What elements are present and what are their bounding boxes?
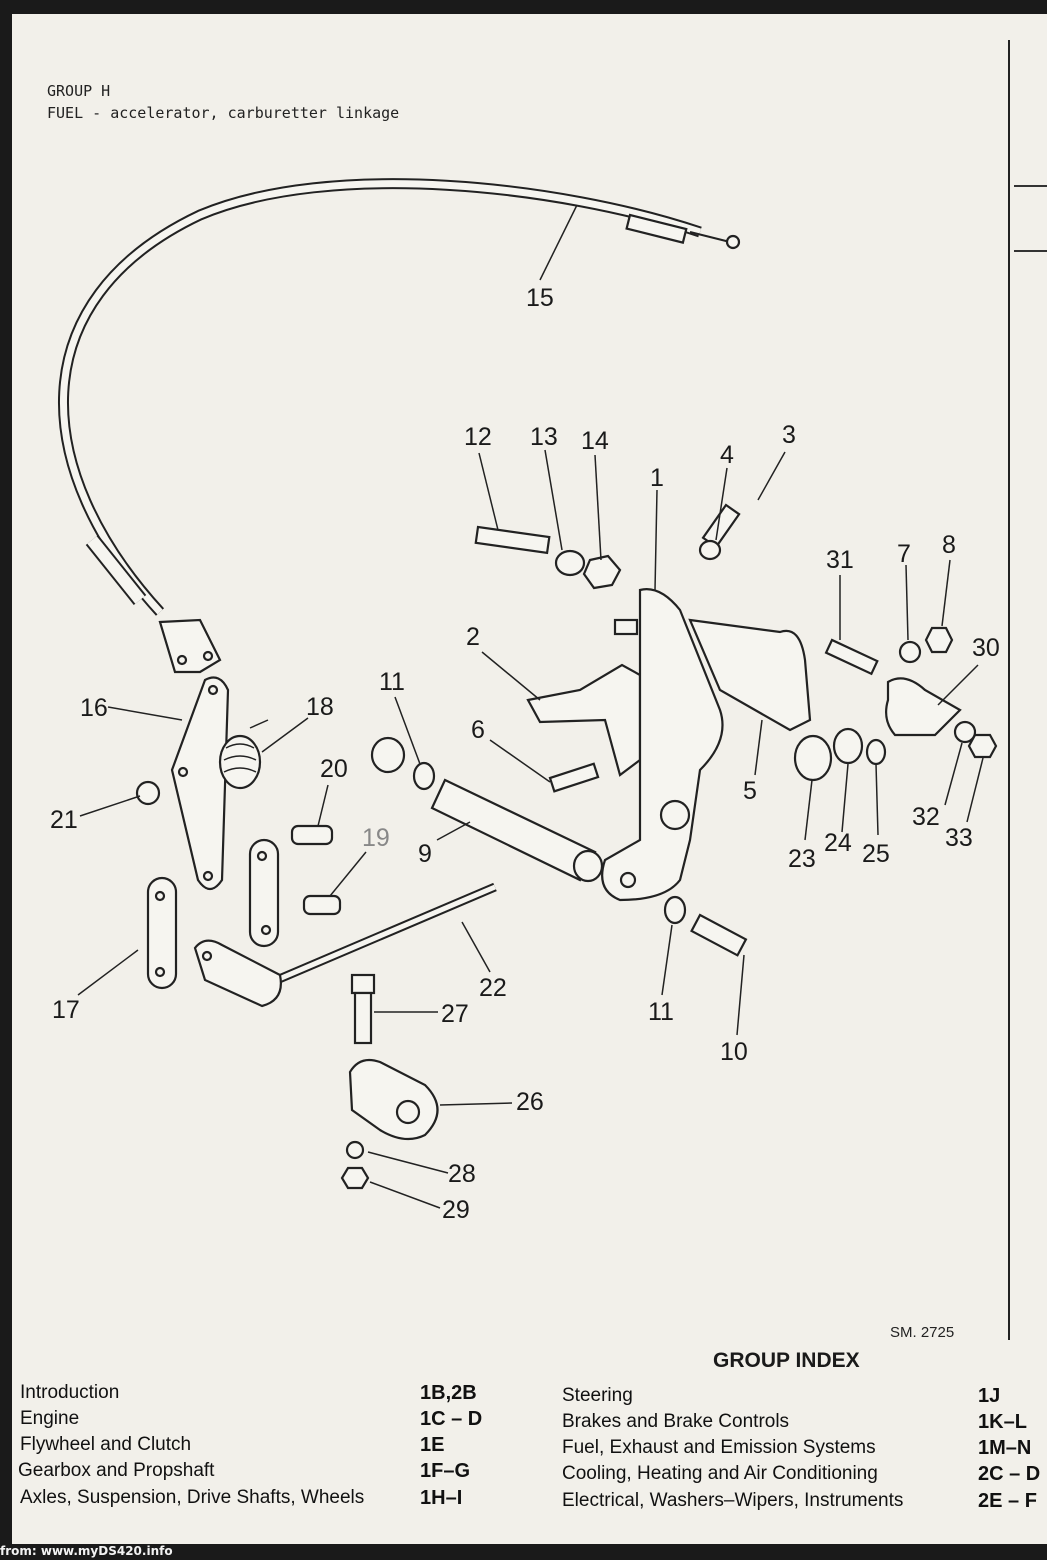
part-30-bracket bbox=[885, 677, 962, 737]
callout-16: 16 bbox=[80, 694, 108, 722]
callout-5: 5 bbox=[743, 777, 757, 805]
section-subtitle: FUEL - accelerator, carburetter linkage bbox=[47, 104, 400, 122]
callout-10: 10 bbox=[720, 1038, 748, 1066]
callout-2: 2 bbox=[466, 623, 480, 651]
callout-21: 21 bbox=[50, 806, 78, 834]
part-1-main-bracket bbox=[601, 588, 724, 902]
index-item-label: Cooling, Heating and Air Conditioning bbox=[562, 1463, 878, 1484]
callout-17: 17 bbox=[52, 996, 80, 1024]
part-7-washer bbox=[898, 640, 922, 664]
callout-11-upper: 11 bbox=[379, 668, 405, 696]
callout-18: 18 bbox=[306, 693, 334, 721]
part-17-link bbox=[146, 838, 280, 990]
callout-4: 4 bbox=[720, 441, 734, 469]
part-29-nut bbox=[340, 1166, 370, 1190]
callout-14: 14 bbox=[581, 427, 609, 455]
leader-lines bbox=[77, 204, 984, 1209]
callout-22: 22 bbox=[479, 974, 507, 1002]
part-cable-clevis bbox=[158, 618, 222, 674]
part-10-bolt bbox=[690, 913, 748, 957]
part-21-clip bbox=[135, 780, 161, 806]
page-edge-strip bbox=[1008, 40, 1047, 1340]
index-item-label: Steering bbox=[562, 1385, 633, 1406]
part-25-clip bbox=[865, 738, 887, 766]
callout-15: 15 bbox=[526, 284, 554, 312]
part-8-nut bbox=[924, 626, 954, 654]
part-11-washer-right bbox=[663, 895, 687, 925]
callout-19: 19 bbox=[362, 824, 390, 852]
callout-3: 3 bbox=[782, 421, 796, 449]
callout-33: 33 bbox=[945, 824, 973, 852]
part-20-pin bbox=[290, 824, 334, 846]
callout-28: 28 bbox=[448, 1160, 476, 1188]
callout-8: 8 bbox=[942, 531, 956, 559]
index-item-label: Electrical, Washers–Wipers, Instruments bbox=[562, 1490, 904, 1511]
callout-7: 7 bbox=[897, 540, 911, 568]
part-28-washer bbox=[345, 1140, 365, 1160]
part-14-nut bbox=[582, 554, 622, 590]
part-9-spacer bbox=[430, 778, 604, 883]
callout-9: 9 bbox=[418, 840, 432, 868]
part-23-grommet bbox=[793, 734, 833, 782]
callout-32: 32 bbox=[912, 803, 940, 831]
callout-30: 30 bbox=[972, 634, 1000, 662]
exploded-parts-diagram: 15 12 13 14 1 4 3 31 7 8 30 2 16 18 11 6… bbox=[50, 178, 1000, 1224]
part-2-bracket bbox=[526, 663, 642, 777]
part-26-lever bbox=[348, 1058, 439, 1141]
part-16-lever bbox=[170, 676, 230, 891]
callout-11-lower: 11 bbox=[648, 998, 674, 1026]
index-item-ref: 1M–N bbox=[978, 1437, 1032, 1459]
callout-31: 31 bbox=[826, 546, 854, 574]
index-item-label: Engine bbox=[20, 1408, 80, 1429]
part-12-stud bbox=[474, 525, 551, 555]
index-item-label: Fuel, Exhaust and Emission Systems bbox=[562, 1437, 876, 1458]
callout-29: 29 bbox=[442, 1196, 470, 1224]
part-5-bracket bbox=[688, 618, 812, 732]
callout-6: 6 bbox=[471, 716, 485, 744]
index-item-ref: 1J bbox=[978, 1385, 1001, 1407]
part-4-washer bbox=[698, 539, 722, 561]
callout-13: 13 bbox=[530, 423, 558, 451]
index-item-ref: 1C – D bbox=[420, 1408, 483, 1430]
callout-24: 24 bbox=[824, 829, 852, 857]
index-item-label: Brakes and Brake Controls bbox=[562, 1411, 790, 1432]
source-footer: from: www.myDS420.info bbox=[0, 1544, 173, 1558]
index-item-ref: 1E bbox=[420, 1434, 445, 1456]
edge-rule bbox=[1014, 185, 1047, 187]
part-bush bbox=[370, 736, 406, 774]
edge-rule bbox=[1014, 250, 1047, 252]
part-33-nut bbox=[967, 733, 998, 759]
part-22-rod-lever bbox=[193, 882, 497, 1008]
callout-26: 26 bbox=[516, 1088, 544, 1116]
index-item-label: Introduction bbox=[20, 1382, 120, 1403]
index-item-label: Axles, Suspension, Drive Shafts, Wheels bbox=[20, 1487, 365, 1508]
index-item-ref: 2E – F bbox=[978, 1490, 1037, 1512]
index-item-label: Gearbox and Propshaft bbox=[18, 1460, 215, 1481]
part-18-spring bbox=[218, 719, 269, 790]
drawing-reference: SM. 2725 bbox=[890, 1324, 955, 1341]
callout-20: 20 bbox=[320, 755, 348, 783]
index-item-ref: 1H–I bbox=[420, 1487, 463, 1509]
index-item-label: Flywheel and Clutch bbox=[20, 1434, 192, 1455]
part-24-washer bbox=[832, 727, 864, 765]
callout-27: 27 bbox=[441, 1000, 469, 1028]
callout-1: 1 bbox=[650, 464, 664, 492]
callout-25: 25 bbox=[862, 840, 890, 868]
part-15-accelerator-cable bbox=[58, 178, 741, 616]
callout-23: 23 bbox=[788, 845, 816, 873]
part-11-washer bbox=[412, 761, 436, 791]
group-heading: GROUP H bbox=[47, 82, 111, 100]
part-32-washer bbox=[953, 720, 977, 744]
index-item-ref: 1B,2B bbox=[420, 1382, 477, 1404]
group-index-title: GROUP INDEX bbox=[713, 1349, 860, 1372]
callout-12: 12 bbox=[464, 423, 492, 451]
index-item-ref: 1K–L bbox=[978, 1411, 1027, 1433]
part-31-bolt bbox=[824, 638, 879, 676]
part-27-bolt bbox=[350, 973, 376, 1045]
index-item-ref: 1F–G bbox=[420, 1460, 471, 1482]
index-item-ref: 2C – D bbox=[978, 1463, 1041, 1485]
part-13-washer bbox=[554, 549, 586, 577]
part-19-pin bbox=[302, 894, 342, 916]
part-6-screw bbox=[548, 762, 600, 793]
